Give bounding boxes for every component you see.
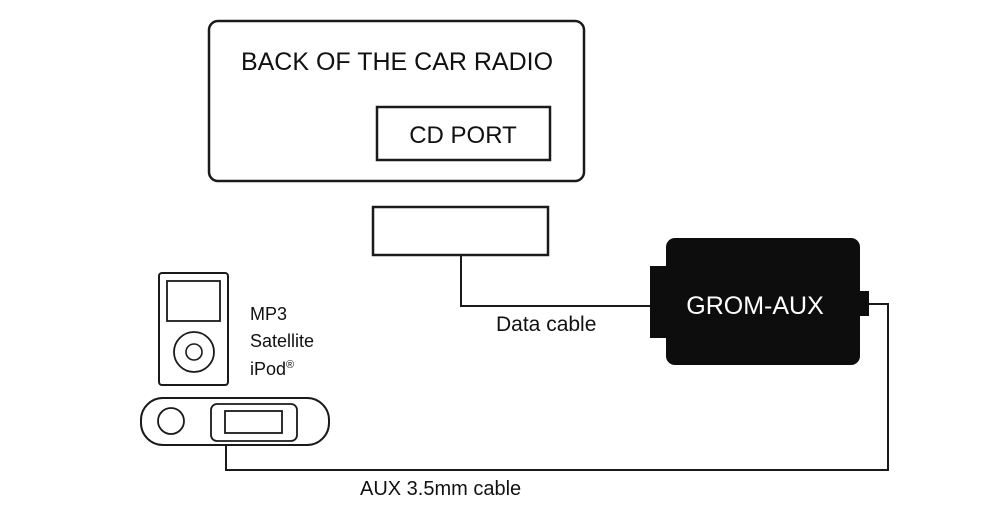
cd-connector-plug: [371, 205, 550, 257]
grom-aux-label: GROM-AUX: [686, 292, 824, 320]
grom-aux-module: [666, 238, 860, 365]
aux-cable-label: AUX 3.5mm cable: [360, 478, 521, 500]
car-radio-label: BACK OF THE CAR RADIO: [241, 48, 553, 76]
data-cable-label: Data cable: [496, 313, 596, 336]
cd-port-label: CD PORT: [409, 122, 517, 149]
device-label-ipod-text: iPod: [250, 359, 286, 379]
satellite-receiver-icon: [140, 397, 330, 446]
aux-cable-line: [225, 303, 889, 471]
data-cable-line: [460, 255, 655, 307]
device-label-satellite: Satellite: [250, 331, 314, 351]
device-label-mp3: MP3: [250, 304, 287, 324]
trademark-symbol: ®: [286, 359, 294, 371]
ipod-icon: [158, 272, 229, 386]
grom-aux-side-connector-left: [650, 266, 668, 338]
device-label-ipod: iPod®: [250, 359, 294, 379]
cd-port-box: [375, 105, 552, 162]
